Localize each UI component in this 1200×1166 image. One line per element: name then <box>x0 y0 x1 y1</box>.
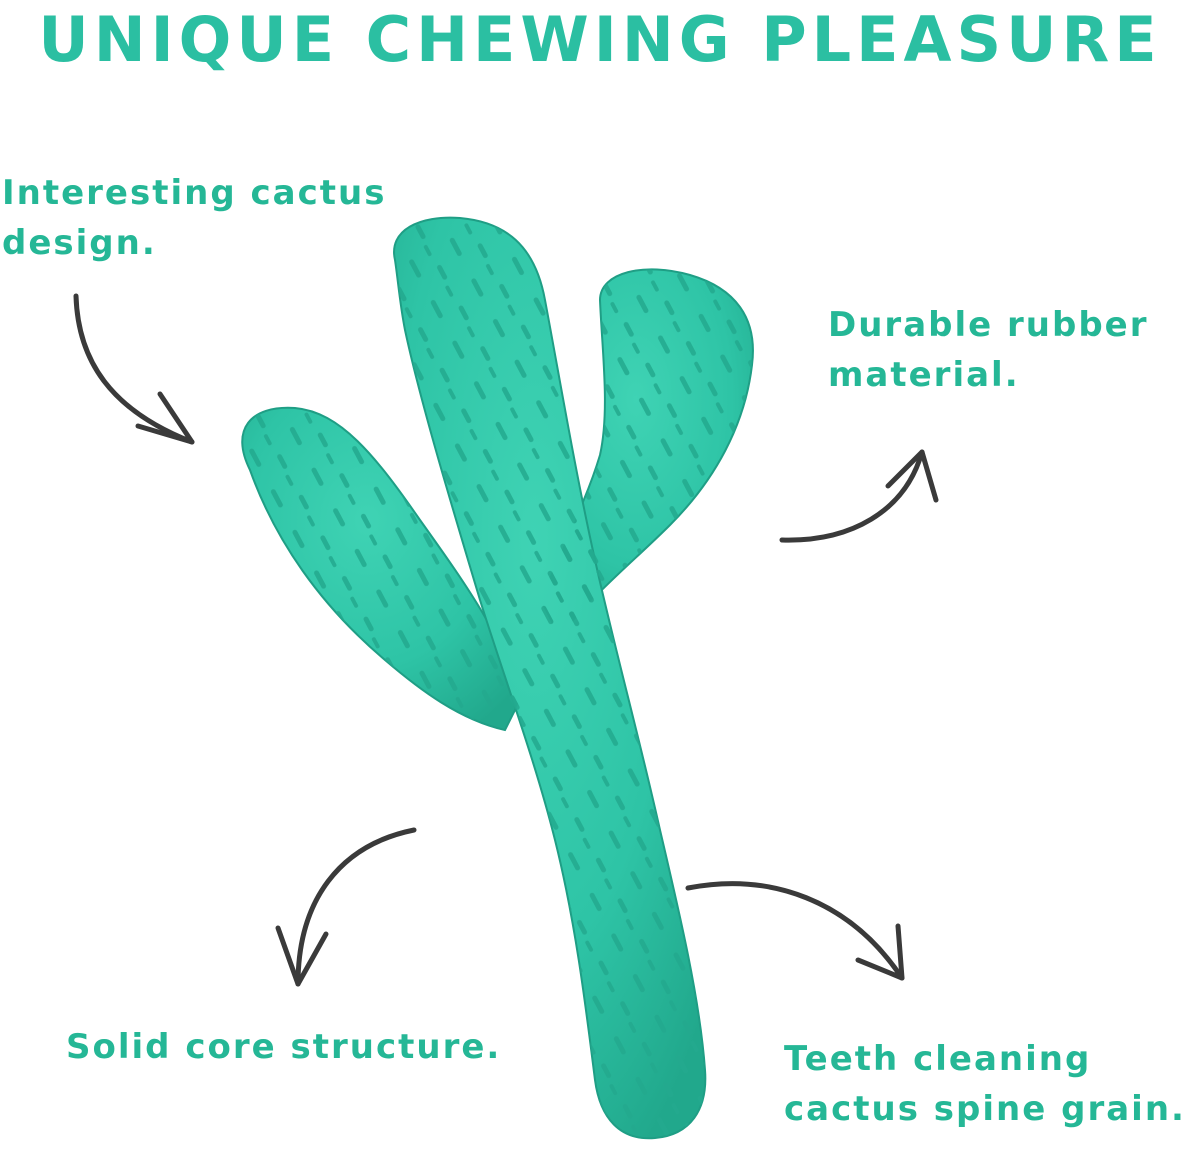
callout-line: Interesting cactus <box>2 173 387 213</box>
curved-arrow-icon <box>73 293 195 445</box>
callout-line: Solid core structure. <box>66 1027 502 1067</box>
callout-line: design. <box>2 223 157 263</box>
callout-line: cactus spine grain. <box>784 1089 1186 1129</box>
callout-line: material. <box>828 355 1020 395</box>
page-headline: UNIQUE CHEWING PLEASURE <box>38 3 1162 76</box>
curved-arrow-icon <box>685 881 905 981</box>
callout-line: Teeth cleaning <box>784 1039 1092 1079</box>
callout-cactus-design: Interesting cactus design. <box>2 168 386 268</box>
curved-arrow-icon <box>779 449 939 543</box>
curved-arrow-icon <box>275 827 417 987</box>
callout-teeth-cleaning: Teeth cleaning cactus spine grain. <box>784 1034 1186 1134</box>
callout-solid-core: Solid core structure. <box>66 1022 501 1072</box>
callout-durable-material: Durable rubber material. <box>828 300 1149 400</box>
callout-line: Durable rubber <box>828 305 1149 345</box>
cactus-toy-image <box>241 216 754 1140</box>
